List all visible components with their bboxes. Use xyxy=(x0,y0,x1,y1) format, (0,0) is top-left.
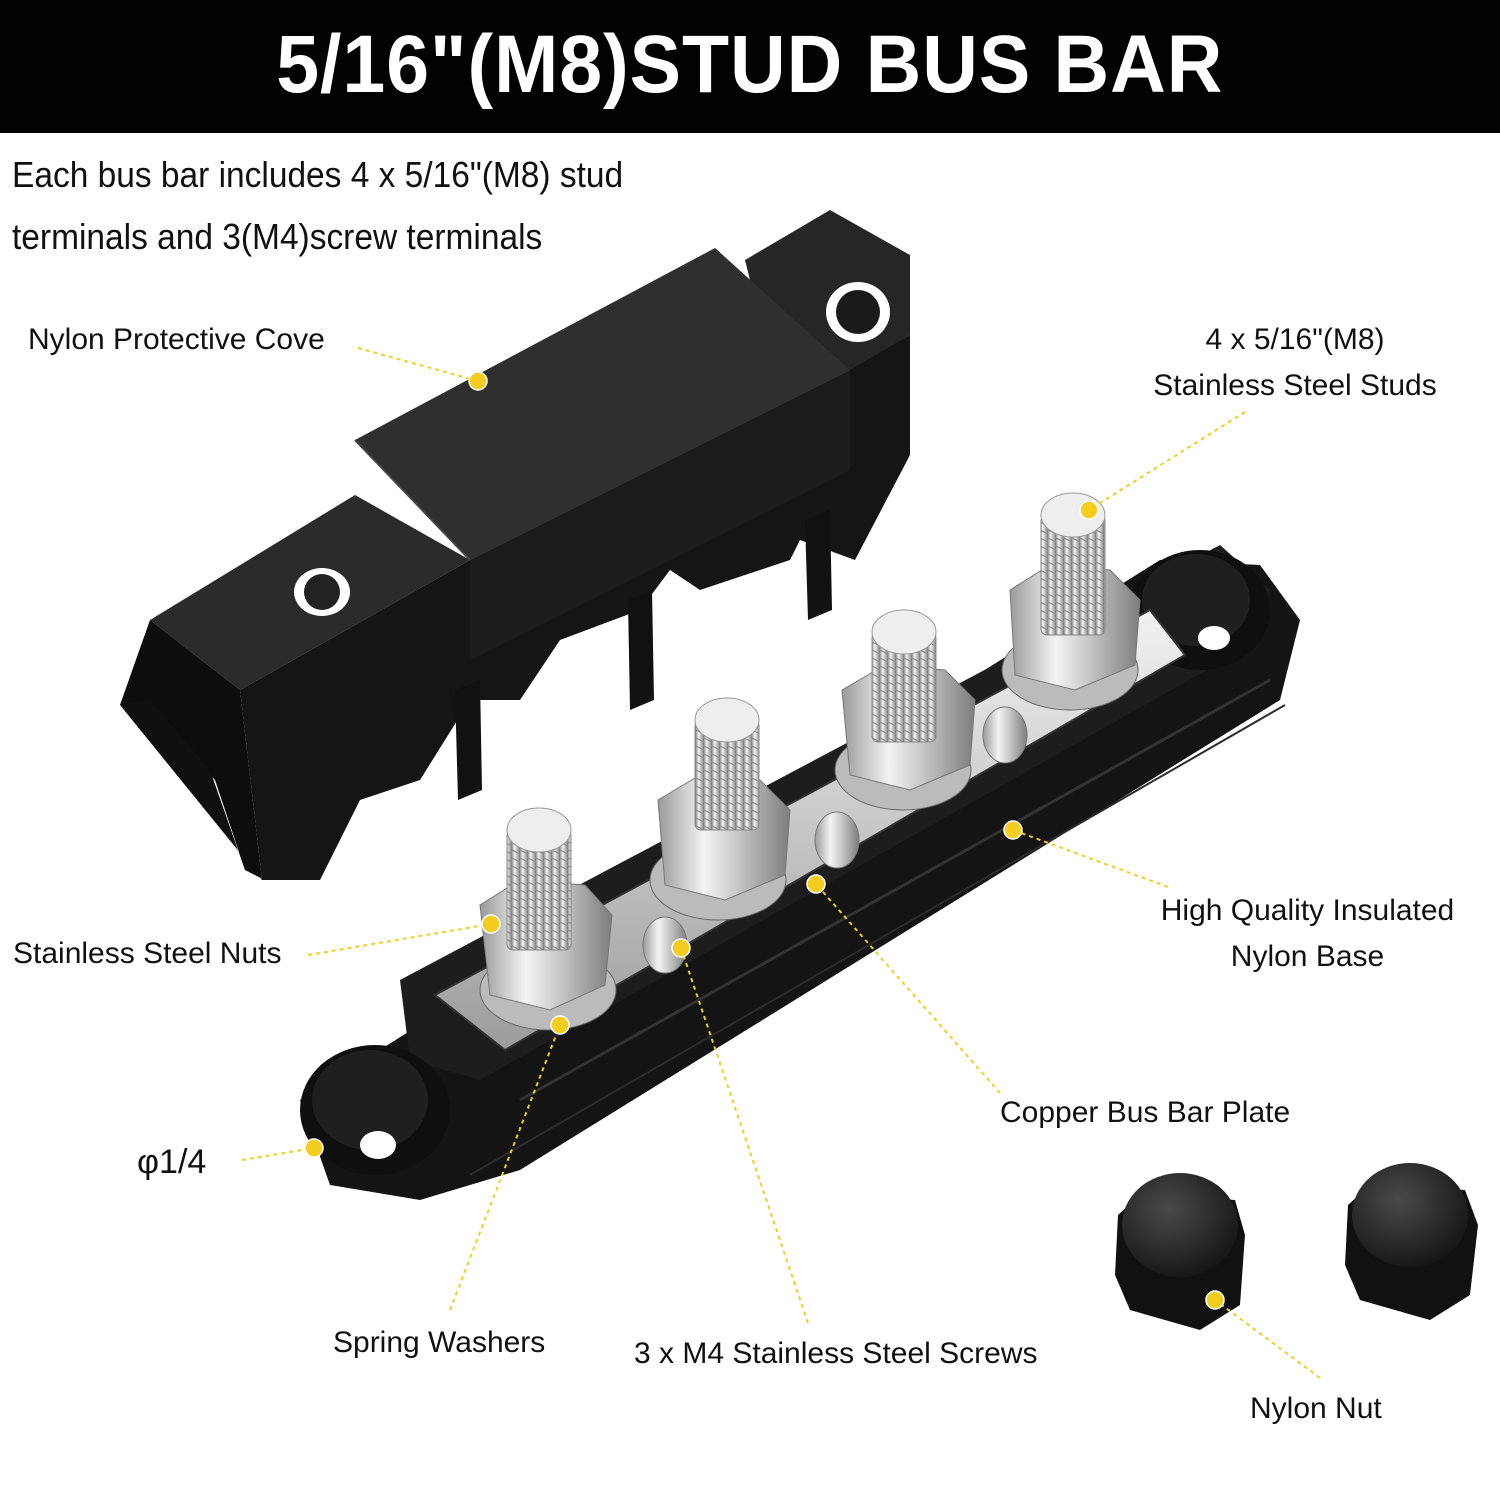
marker-plate xyxy=(806,874,826,894)
marker-nuts xyxy=(481,914,501,934)
m4-screws xyxy=(642,706,1028,974)
label-copper-plate: Copper Bus Bar Plate xyxy=(1000,1096,1291,1129)
label-nylon-nut: Nylon Nut xyxy=(1250,1392,1382,1425)
callout-lines xyxy=(241,347,1321,1379)
stainless-studs xyxy=(479,492,1141,1031)
marker-studs xyxy=(1079,500,1099,520)
marker-screws xyxy=(671,938,691,958)
marker-hole xyxy=(304,1138,324,1158)
label-stainless-nuts: Stainless Steel Nuts xyxy=(13,937,282,970)
intro-line-1: Each bus bar includes 4 x 5/16"(M8) stud xyxy=(12,154,624,195)
marker-washers xyxy=(550,1015,570,1035)
page-title: 5/16"(M8)STUD BUS BAR xyxy=(276,18,1224,110)
label-protective-cover: Nylon Protective Cove xyxy=(28,323,325,356)
label-nylon-base: High Quality Insulated Nylon Base xyxy=(1160,894,1455,973)
header-bar: 5/16"(M8)STUD BUS BAR xyxy=(0,0,1500,133)
protective-cover xyxy=(120,210,910,880)
marker-base xyxy=(1003,820,1023,840)
label-studs: 4 x 5/16"(M8) Stainless Steel Studs xyxy=(1153,323,1437,402)
nylon-nuts xyxy=(1115,1163,1478,1330)
marker-cover xyxy=(468,371,488,391)
callout-markers xyxy=(304,371,1225,1310)
label-m4-screws: 3 x M4 Stainless Steel Screws xyxy=(634,1337,1038,1370)
label-hole-diameter: φ1/4 xyxy=(137,1143,207,1181)
marker-nylon-nut xyxy=(1205,1290,1225,1310)
intro-line-2: terminals and 3(M4)screw terminals xyxy=(12,216,543,257)
label-spring-washers: Spring Washers xyxy=(333,1326,546,1359)
intro-text: Each bus bar includes 4 x 5/16"(M8) stud… xyxy=(12,144,719,268)
